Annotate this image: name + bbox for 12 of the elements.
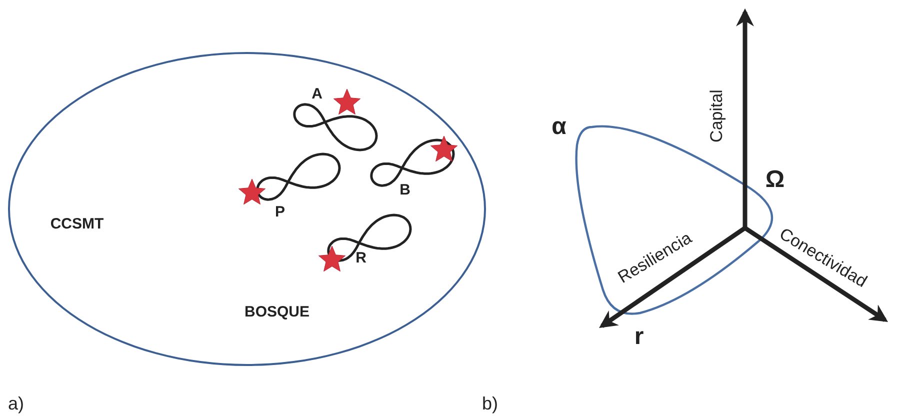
symbol-label: r <box>634 323 644 351</box>
region-label: CCSMT <box>50 216 104 232</box>
symbol-label: B <box>400 182 410 198</box>
panel-label: a) <box>8 394 24 414</box>
region-label: BOSQUE <box>244 304 310 320</box>
symbol-label: R <box>356 250 366 266</box>
symbol-label: α <box>552 113 566 141</box>
symbol-label: A <box>312 86 322 102</box>
axis-label: Capital <box>707 90 727 142</box>
panel-label: b) <box>482 394 498 414</box>
symbol-label: Ω <box>765 166 785 194</box>
symbol-label: P <box>275 204 285 220</box>
